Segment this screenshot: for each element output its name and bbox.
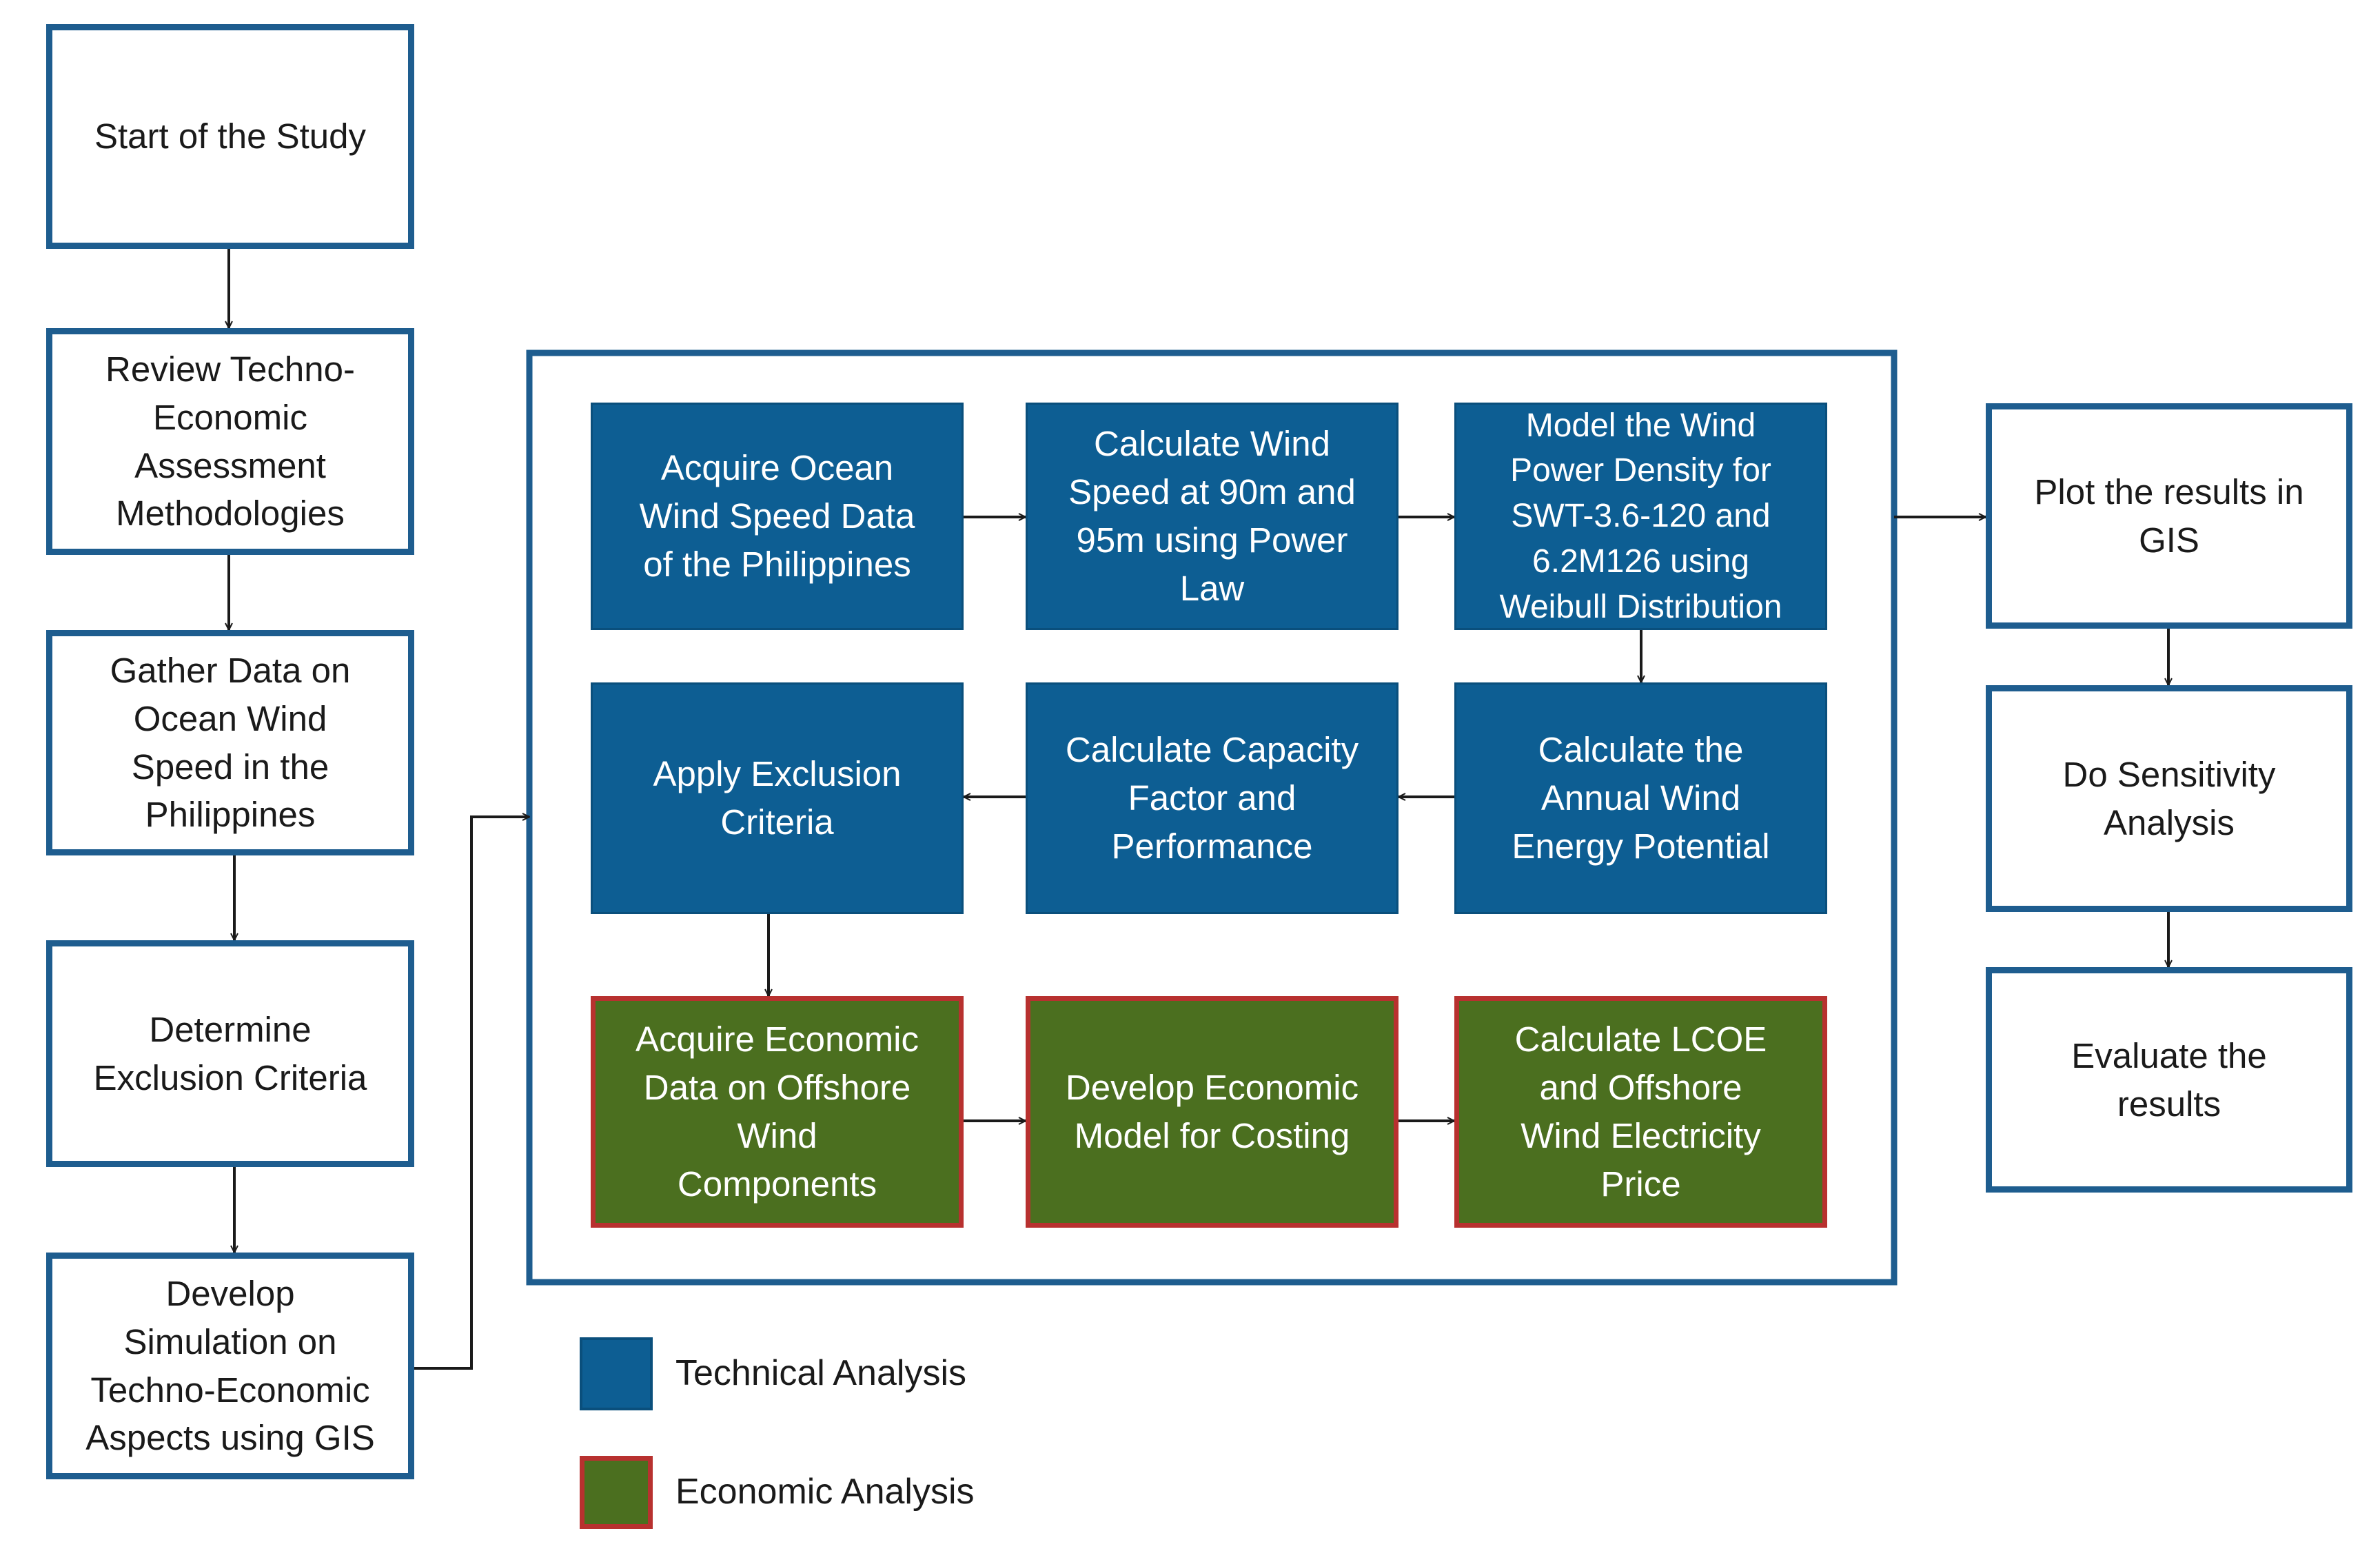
step-label: Start of the Study: [94, 116, 367, 156]
step-develop-simulation: Develop Simulation on Techno-Economic As…: [46, 1253, 414, 1479]
step-gather-wind-data: Gather Data on Ocean Wind Speed in the P…: [46, 630, 414, 855]
step-calculate-lcoe: Calculate LCOE and Offshore Wind Electri…: [1454, 996, 1827, 1228]
arrow-develop-to-group: [414, 817, 529, 1370]
legend-label-economic: Economic Analysis: [675, 1472, 975, 1512]
step-label: Acquire Ocean Wind Speed Data of the Phi…: [639, 448, 915, 584]
step-determine-exclusion: Determine Exclusion Criteria: [46, 940, 414, 1167]
step-label: Calculate Wind Speed at 90m and 95m usin…: [1068, 424, 1356, 608]
step-annual-energy: Calculate the Annual Wind Energy Potenti…: [1454, 682, 1827, 914]
step-label: Determine Exclusion Criteria: [93, 1009, 367, 1097]
step-label: Develop Economic Model for Costing: [1065, 1068, 1359, 1155]
step-model-power-density: Model the Wind Power Density for SWT-3.6…: [1454, 403, 1827, 630]
step-evaluate-results: Evaluate the results: [1986, 967, 2352, 1193]
legend-swatch-economic: [580, 1456, 653, 1529]
legend-swatch-technical: [580, 1337, 653, 1410]
step-sensitivity-analysis: Do Sensitivity Analysis: [1986, 685, 2352, 912]
step-acquire-economic-data: Acquire Economic Data on Offshore Wind C…: [591, 996, 964, 1228]
step-label: Review Techno- Economic Assessment Metho…: [105, 349, 355, 534]
step-label: Calculate Capacity Factor and Performanc…: [1065, 730, 1359, 866]
step-label: Apply Exclusion Criteria: [653, 754, 902, 842]
step-develop-economic-model: Develop Economic Model for Costing: [1026, 996, 1398, 1228]
step-start-of-study: Start of the Study: [46, 24, 414, 249]
step-label: Evaluate the results: [2071, 1035, 2267, 1124]
step-label: Model the Wind Power Density for SWT-3.6…: [1499, 407, 1782, 625]
step-label: Gather Data on Ocean Wind Speed in the P…: [110, 650, 351, 835]
step-label: Acquire Economic Data on Offshore Wind C…: [635, 1020, 919, 1204]
step-review-methodologies: Review Techno- Economic Assessment Metho…: [46, 328, 414, 555]
legend-label-technical: Technical Analysis: [675, 1353, 966, 1393]
step-label: Develop Simulation on Techno-Economic As…: [85, 1273, 375, 1458]
step-label: Do Sensitivity Analysis: [2062, 754, 2276, 842]
step-acquire-ocean-wind: Acquire Ocean Wind Speed Data of the Phi…: [591, 403, 964, 630]
step-plot-gis: Plot the results in GIS: [1986, 403, 2352, 629]
step-label: Calculate LCOE and Offshore Wind Electri…: [1514, 1020, 1767, 1204]
step-apply-exclusion: Apply Exclusion Criteria: [591, 682, 964, 914]
step-label: Calculate the Annual Wind Energy Potenti…: [1512, 730, 1770, 866]
step-calculate-capacity: Calculate Capacity Factor and Performanc…: [1026, 682, 1398, 914]
step-label: Plot the results in GIS: [2034, 472, 2304, 560]
step-calculate-wind-speed: Calculate Wind Speed at 90m and 95m usin…: [1026, 403, 1398, 630]
